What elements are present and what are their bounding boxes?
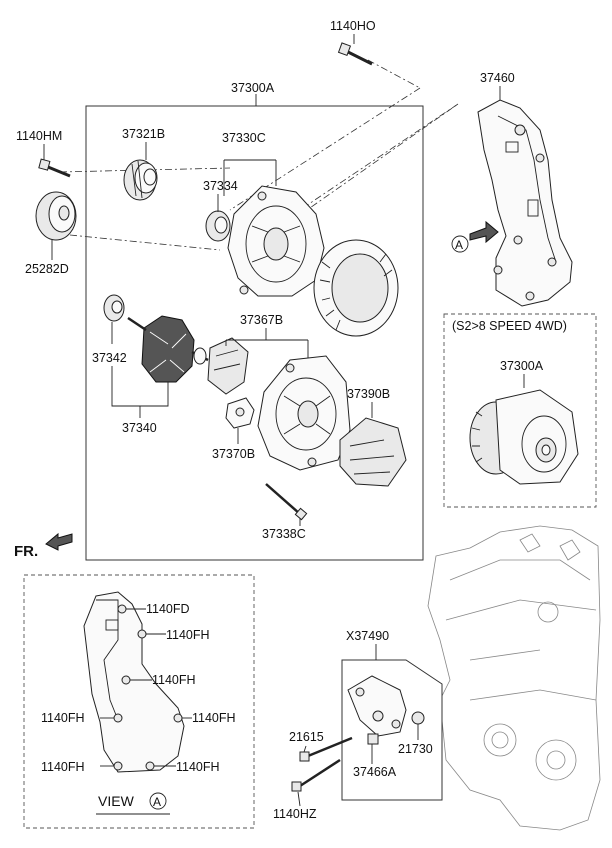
label-37300a: 37300A (231, 81, 275, 95)
kit-bushing-37466a (367, 733, 379, 745)
label-37390b: 37390B (347, 387, 390, 401)
idler-pulley-25282d (35, 191, 77, 241)
label-37460: 37460 (480, 71, 515, 85)
kit-bolt-1140hz (291, 758, 341, 792)
pulley-37321b (123, 159, 158, 201)
label-37330c: 37330C (222, 131, 266, 145)
rotor-bearing-37342 (103, 294, 125, 322)
variant-alternator (469, 389, 579, 485)
bearing-37334 (205, 210, 231, 242)
rectifier-37367b (207, 337, 249, 395)
label-1140fh-6: 1140FH (176, 760, 220, 774)
bolt-1140hm (38, 158, 71, 178)
bolt-1140ho (337, 42, 373, 66)
svg-text:FR.: FR. (14, 543, 38, 560)
label-37338c: 37338C (262, 527, 306, 541)
label-21615: 21615 (289, 730, 324, 744)
label-1140fh-5: 1140FH (41, 760, 85, 774)
label-1140hz: 1140HZ (273, 807, 317, 821)
label-37340: 37340 (122, 421, 157, 435)
label-37466a: 37466A (353, 765, 397, 779)
through-bolt-37338c (265, 483, 308, 521)
label-37342: 37342 (92, 351, 127, 365)
view-a-bracket (83, 591, 192, 773)
bracket-37460 (469, 99, 573, 307)
variant-box (443, 313, 597, 508)
callout-lines (43, 34, 501, 526)
svg-text:VIEW: VIEW (98, 793, 135, 809)
label-37334: 37334 (203, 179, 238, 193)
label-variant-title: (S2>8 SPEED 4WD) (452, 319, 567, 333)
label-1140fh-2: 1140FH (152, 673, 196, 687)
view-a-box (23, 574, 255, 829)
rotor-37340 (127, 315, 209, 383)
label-37367b: 37367B (240, 313, 283, 327)
label-37370b: 37370B (212, 447, 255, 461)
view-a-caption: VIEW A (96, 792, 170, 815)
label-1140fh-4: 1140FH (192, 711, 236, 725)
svg-text:A: A (455, 238, 463, 252)
rear-frame (257, 355, 351, 471)
cover-37390b (339, 417, 407, 487)
main-assembly-box (85, 105, 424, 561)
stator (313, 239, 399, 337)
label-21730: 21730 (398, 742, 433, 756)
engine-block (427, 525, 601, 831)
label-1140ho: 1140HO (330, 19, 376, 33)
ref-marker-a: A (451, 235, 469, 253)
label-1140hm: 1140HM (16, 129, 62, 143)
label-x37490: X37490 (346, 629, 389, 643)
front-arrow: FR. (14, 532, 73, 560)
label-1140fh-3: 1140FH (41, 711, 85, 725)
kit-bracket (347, 675, 407, 737)
label-1140fd: 1140FD (146, 602, 190, 616)
regulator-37370b (225, 397, 255, 429)
label-37321b: 37321B (122, 127, 165, 141)
label-1140fh-1: 1140FH (166, 628, 210, 642)
label-variant-37300a: 37300A (500, 359, 544, 373)
label-25282d: 25282D (25, 262, 69, 276)
kit-nut-21730 (411, 711, 425, 725)
kit-bolt-21615 (299, 736, 353, 762)
svg-text:A: A (153, 795, 161, 809)
